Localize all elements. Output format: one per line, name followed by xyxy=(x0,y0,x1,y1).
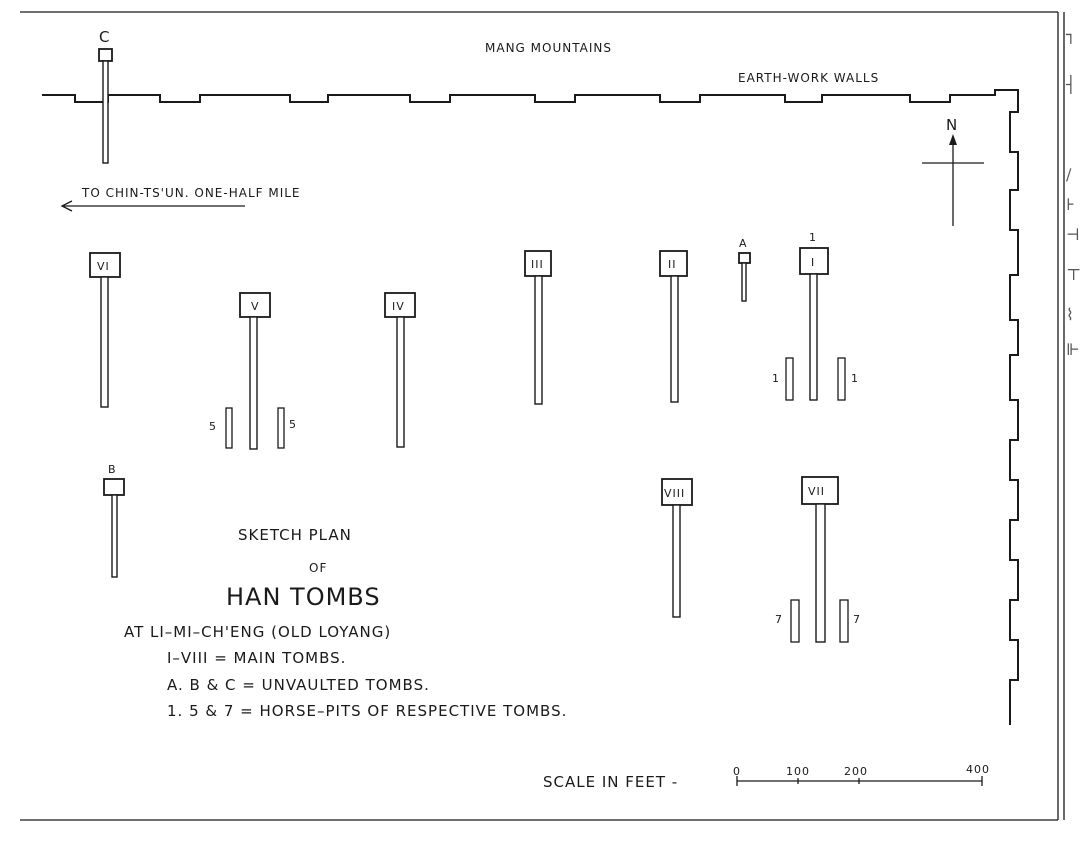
north-arrow: N xyxy=(922,116,984,226)
horse-pit-v-left-label: 5 xyxy=(209,420,217,433)
north-label: N xyxy=(946,116,958,134)
scale-label: SCALE IN FEET - xyxy=(543,773,678,791)
earthwork-wall xyxy=(42,89,1019,725)
horse-pit-v-right-label: 5 xyxy=(289,418,297,431)
scale-tick-400: 400 xyxy=(966,763,990,776)
horse-pit-v-right xyxy=(277,407,285,449)
tomb-vi: VI xyxy=(89,252,121,408)
scale-tick-200: 200 xyxy=(844,765,868,778)
page-frame xyxy=(20,11,1065,821)
legend-main-tombs: I–VIII = MAIN TOMBS. xyxy=(167,649,346,667)
tomb-iv-label: IV xyxy=(392,300,405,313)
horse-pit-vii-right xyxy=(839,599,849,643)
tomb-iv: IV xyxy=(384,292,416,448)
unvaulted-tomb-a: A xyxy=(738,237,751,302)
tomb-iii-label: III xyxy=(531,258,544,271)
scale-bar: SCALE IN FEET - 0 100 200 400 xyxy=(543,763,990,791)
tomb-v: V 5 5 xyxy=(209,292,297,450)
road-label: TO CHIN-TS'UN. ONE-HALF MILE xyxy=(81,186,301,200)
tomb-v-label: V xyxy=(251,300,260,313)
svg-text:⊩: ⊩ xyxy=(1066,340,1080,359)
unvaulted-tomb-c: C xyxy=(98,28,113,164)
unvaulted-tomb-b: B xyxy=(103,463,125,578)
svg-text:⊦: ⊦ xyxy=(1066,195,1075,214)
tomb-a-label: A xyxy=(739,237,748,250)
horse-pit-i-right xyxy=(837,357,846,401)
tomb-viii-label: VIII xyxy=(664,487,685,500)
title-line-4: AT LI–MI–CH'ENG (OLD LOYANG) xyxy=(124,623,391,641)
tomb-ii: II xyxy=(659,250,688,403)
walls-label: EARTH-WORK WALLS xyxy=(738,71,879,85)
svg-text:┐: ┐ xyxy=(1065,25,1076,44)
tomb-vii-label: VII xyxy=(808,485,825,498)
scale-tick-0: 0 xyxy=(733,765,741,778)
horse-pit-i-left xyxy=(785,357,794,401)
legend: I–VIII = MAIN TOMBS. A. B & C = UNVAULTE… xyxy=(167,649,567,720)
horse-pit-i-left-label: 1 xyxy=(772,372,780,385)
horse-pit-vii-left xyxy=(790,599,800,643)
road-arrow xyxy=(60,200,245,212)
svg-text:┤: ┤ xyxy=(1065,74,1076,94)
tomb-i-label: I xyxy=(811,256,815,269)
tomb-iii: III xyxy=(524,250,552,405)
title-line-2: OF xyxy=(309,561,327,575)
tomb-vi-label: VI xyxy=(97,260,110,273)
legend-unvaulted-tombs: A. B & C = UNVAULTED TOMBS. xyxy=(167,676,430,694)
tomb-c-label: C xyxy=(99,28,110,46)
horse-pit-i-right-label: 1 xyxy=(851,372,859,385)
title-line-1: SKETCH PLAN xyxy=(238,526,352,544)
svg-text:⊣: ⊣ xyxy=(1066,225,1080,244)
tomb-i: 1 I 1 1 xyxy=(772,231,859,401)
legend-horse-pits: 1. 5 & 7 = HORSE–PITS OF RESPECTIVE TOMB… xyxy=(167,702,567,720)
tomb-ii-label: II xyxy=(668,258,677,271)
margin-glyphs: ┐ ┤ ∕ ⊦ ⊣ ⊤ ⌇ ⊩ xyxy=(1065,25,1080,359)
tomb-vii: VII 7 7 xyxy=(775,476,861,643)
tomb-b-label: B xyxy=(108,463,117,476)
tomb-i-top-label: 1 xyxy=(809,231,817,244)
horse-pit-v-left xyxy=(225,407,233,449)
horse-pit-vii-right-label: 7 xyxy=(853,613,861,626)
svg-text:⊤: ⊤ xyxy=(1066,265,1080,284)
tomb-viii: VIII xyxy=(661,478,693,618)
horse-pit-vii-left-label: 7 xyxy=(775,613,783,626)
svg-text:∕: ∕ xyxy=(1066,165,1072,184)
title-line-3: HAN TOMBS xyxy=(226,583,381,611)
scale-tick-100: 100 xyxy=(786,765,810,778)
title-block: SKETCH PLAN OF HAN TOMBS AT LI–MI–CH'ENG… xyxy=(124,526,391,641)
svg-text:⌇: ⌇ xyxy=(1066,305,1074,324)
mountains-label: MANG MOUNTAINS xyxy=(485,41,612,55)
